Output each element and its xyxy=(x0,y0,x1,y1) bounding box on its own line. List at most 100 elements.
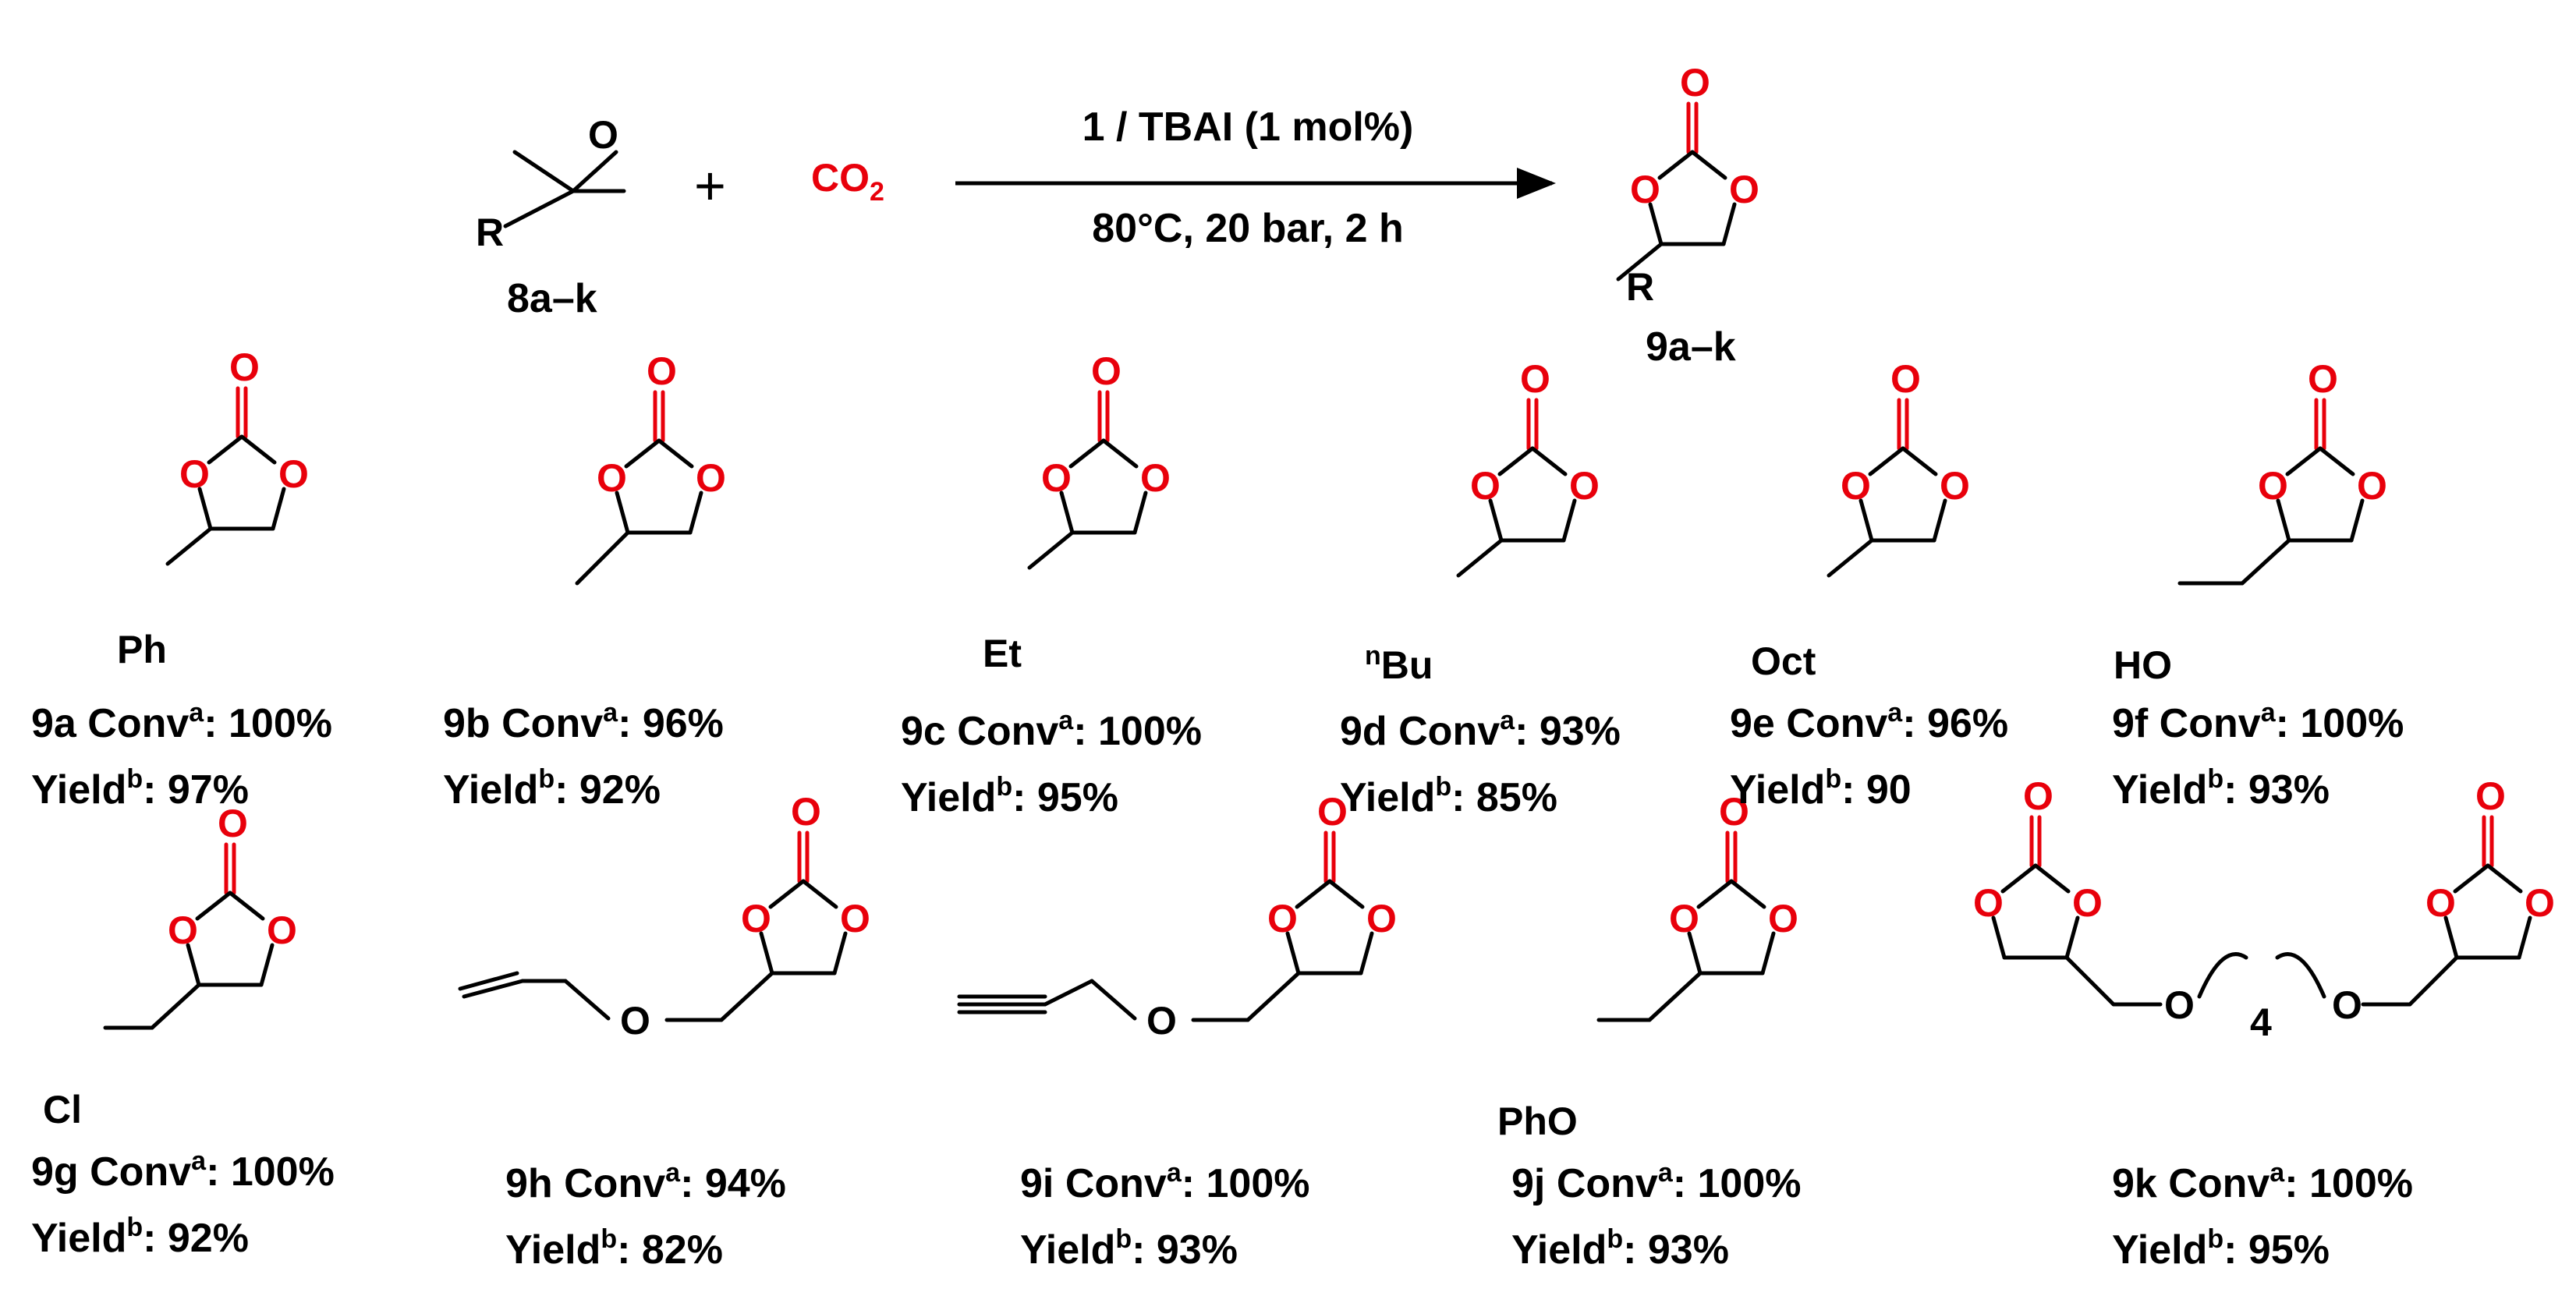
ring-oxygen: O xyxy=(2072,881,2103,925)
ring-oxygen: O xyxy=(1366,897,1397,940)
yield-text: Yieldb: 85% xyxy=(1340,772,1557,820)
substituent-label: O xyxy=(620,999,650,1043)
substituent-label: O xyxy=(2332,983,2362,1027)
ring-oxygen: O xyxy=(1940,464,1970,508)
result-9b: 9b Conva: 96% Yieldb: 92% xyxy=(443,698,724,813)
molecule-9c: O O O Et xyxy=(983,349,1171,675)
molecule-9b: O O O xyxy=(575,349,726,586)
ring-oxygen: O xyxy=(1841,464,1871,508)
ring-oxygen: O xyxy=(1768,897,1798,940)
molecule-9a: O O O Ph xyxy=(117,345,309,671)
yield-text: Yieldb: 92% xyxy=(31,1213,249,1261)
ring-oxygen: O xyxy=(1569,464,1600,508)
epoxide-oxygen: O xyxy=(588,113,618,157)
substituent-label: nBu xyxy=(1365,641,1433,687)
yield-text: Yieldb: 93% xyxy=(1511,1224,1729,1273)
conversion-text: 9k Conva: 100% xyxy=(2112,1158,2413,1206)
carbonyl-oxygen: O xyxy=(1520,357,1550,401)
result-9c: 9c Conva: 100%Yieldb: 95% xyxy=(901,706,1202,820)
epoxide-8: O R 8a–k xyxy=(476,113,626,321)
carbonyl-oxygen: O xyxy=(1317,790,1348,834)
substituent-label: PhO xyxy=(1497,1099,1578,1143)
conversion-text: 9d Conva: 93% xyxy=(1340,706,1621,754)
molecule-9k-left: O O O O 4 xyxy=(1973,774,2326,1044)
result-9f: 9f Conva: 100% Yieldb: 93% xyxy=(2112,698,2404,813)
carbonyl-oxygen: O xyxy=(2308,357,2338,401)
svg-text:CO2: CO2 xyxy=(811,156,884,207)
molecule-9j: O O O PhO xyxy=(1497,790,1798,1143)
yield-text: Yieldb: 93% xyxy=(2112,764,2330,813)
conversion-text: 9i Conva: 100% xyxy=(1020,1158,1310,1206)
conversion-text: 9f Conva: 100% xyxy=(2112,698,2404,746)
yield-text: Yieldb: 95% xyxy=(2112,1224,2330,1273)
ring-oxygen: O xyxy=(2425,881,2456,925)
ring-oxygen: O xyxy=(2258,464,2288,508)
reactant-r-group: R xyxy=(476,211,504,254)
conversion-text: 9e Conva: 96% xyxy=(1730,698,2008,746)
conversion-text: 9a Conva: 100% xyxy=(31,698,332,746)
ring-oxygen: O xyxy=(1973,881,2004,925)
conditions-bottom: 80°C, 20 bar, 2 h xyxy=(1092,206,1403,251)
substituent-label: Oct xyxy=(1751,639,1816,683)
ring-oxygen: O xyxy=(1729,168,1759,211)
ring-oxygen: O xyxy=(1470,464,1501,508)
product-label: 9a–k xyxy=(1646,324,1736,370)
molecule-9f: O O O HO xyxy=(2114,357,2387,687)
carbonyl-oxygen: O xyxy=(2023,774,2053,818)
conversion-text: 9j Conva: 100% xyxy=(1511,1158,1802,1206)
result-9j: 9j Conva: 100% Yieldb: 93% xyxy=(1511,1158,1802,1273)
molecule-9g: O O O Cl xyxy=(43,802,297,1131)
conversion-text: 9g Conva: 100% xyxy=(31,1146,335,1195)
carbonyl-oxygen: O xyxy=(1091,349,1121,393)
ring-oxygen: O xyxy=(168,908,198,952)
molecule-9e: O O O Oct xyxy=(1751,357,1970,683)
ring-oxygen: O xyxy=(1267,897,1298,940)
substituent-label: Ph xyxy=(117,628,167,671)
yield-text: Yieldb: 92% xyxy=(443,764,661,813)
ring-oxygen: O xyxy=(1630,168,1660,211)
yield-text: Yieldb: 90 xyxy=(1730,764,1912,813)
ring-oxygen: O xyxy=(2357,464,2387,508)
substituent-label: O xyxy=(2164,983,2195,1027)
yield-text: Yieldb: 82% xyxy=(505,1224,723,1273)
molecule-9i: O O O O xyxy=(957,790,1397,1043)
result-9g: 9g Conva: 100% Yieldb: 92% xyxy=(31,1146,335,1261)
ring-oxygen: O xyxy=(741,897,771,940)
ring-oxygen: O xyxy=(696,456,726,500)
ring-oxygen: O xyxy=(1041,456,1072,500)
carbonyl-oxygen: O xyxy=(791,790,821,834)
ring-oxygen: O xyxy=(1669,897,1699,940)
chain-count: 4 xyxy=(2250,1000,2272,1044)
carbonyl-oxygen: O xyxy=(1719,790,1749,834)
substituent-label: O xyxy=(1146,999,1177,1043)
result-9h: 9h Conva: 94% Yieldb: 82% xyxy=(505,1158,786,1273)
ring-oxygen: O xyxy=(840,897,870,940)
conversion-text: 9b Conva: 96% xyxy=(443,698,724,746)
result-9d: 9d Conva: 93% Yieldb: 85% xyxy=(1340,706,1621,820)
ring-oxygen: O xyxy=(278,452,309,496)
substituent-label: Cl xyxy=(43,1088,82,1131)
ring-oxygen: O xyxy=(597,456,627,500)
yield-text: Yieldb: 97% xyxy=(31,764,249,813)
product-r-group: R xyxy=(1626,265,1654,309)
substituent-label: HO xyxy=(2114,643,2172,687)
conversion-text: 9h Conva: 94% xyxy=(505,1158,786,1206)
ring-oxygen: O xyxy=(267,908,297,952)
conditions-top: 1 / TBAI (1 mol%) xyxy=(1082,104,1414,150)
carbonyl-oxygen: O xyxy=(218,802,248,845)
carbonyl-oxygen: O xyxy=(647,349,677,393)
carbonyl-oxygen: O xyxy=(1890,357,1921,401)
co2-reagent: CO2 xyxy=(811,156,884,207)
molecule-9h: O O O O xyxy=(458,790,870,1043)
result-9e: 9e Conva: 96% Yieldb: 90 xyxy=(1730,698,2008,813)
substituent-label: Et xyxy=(983,632,1022,675)
ring-oxygen: O xyxy=(1140,456,1171,500)
carbonyl-oxygen: O xyxy=(229,345,260,389)
result-9i: 9i Conva: 100% Yieldb: 93% xyxy=(1020,1158,1310,1273)
result-9a: 9a Conva: 100% Yieldb: 97% xyxy=(31,698,332,813)
plus-sign: + xyxy=(694,155,726,216)
ring-oxygen: O xyxy=(179,452,210,496)
yield-text: Yieldb: 93% xyxy=(1020,1224,1238,1273)
